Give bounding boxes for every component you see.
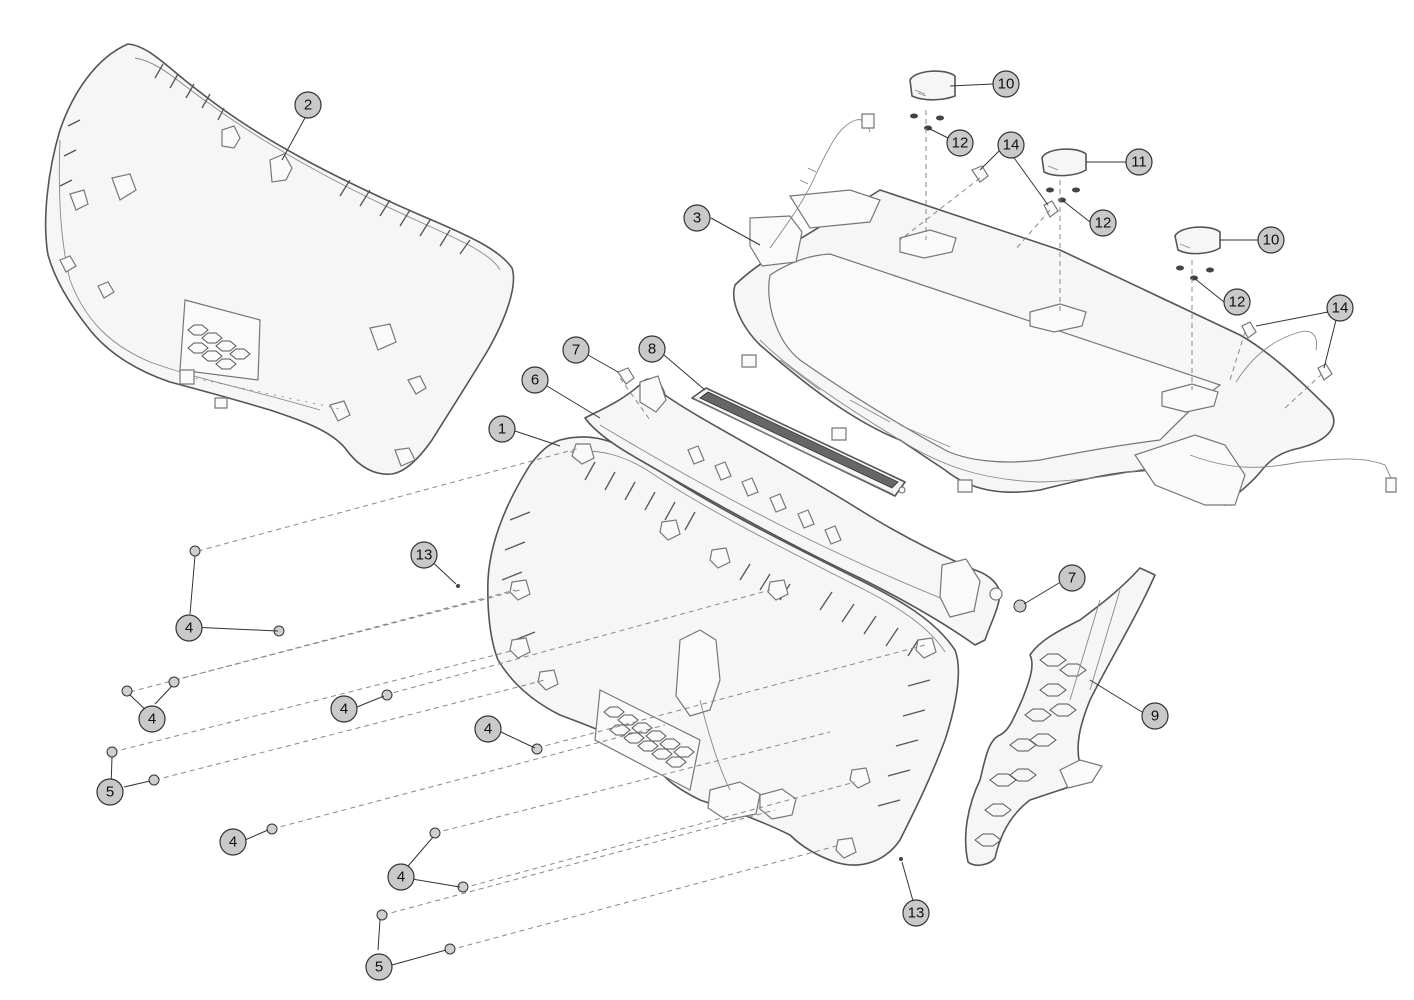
svg-text:6: 6 — [531, 372, 539, 389]
callout-14a: 14 — [997, 131, 1025, 159]
cover-cap-11 — [1041, 148, 1087, 177]
svg-text:5: 5 — [106, 784, 114, 801]
svg-text:14: 14 — [1332, 300, 1349, 317]
callout-8: 8 — [638, 335, 666, 363]
callout-4d: 4 — [474, 715, 502, 743]
callout-7b: 7 — [1058, 564, 1086, 592]
callouts: 1 2 3 4 4 4 4 4 4 5 5 6 7 7 8 9 10 10 11… — [96, 70, 1354, 981]
leader-lines — [110, 83, 1337, 966]
svg-text:4: 4 — [185, 620, 193, 637]
callout-11: 11 — [1125, 148, 1153, 176]
callout-4a: 4 — [175, 614, 203, 642]
callout-12c: 12 — [1223, 288, 1251, 316]
callout-1: 1 — [488, 415, 516, 443]
callout-4c: 4 — [330, 695, 358, 723]
honeycomb-grid-part-9 — [974, 653, 1087, 847]
callout-6: 6 — [521, 366, 549, 394]
svg-text:4: 4 — [397, 869, 405, 886]
svg-text:7: 7 — [572, 342, 580, 359]
cover-cap-10-lower — [1174, 226, 1221, 255]
svg-text:13: 13 — [908, 905, 925, 922]
assembly-lines — [112, 110, 1323, 951]
part-3-parcel-shelf — [733, 113, 1397, 506]
svg-text:14: 14 — [1003, 137, 1020, 154]
svg-text:4: 4 — [340, 701, 348, 718]
callout-7a: 7 — [562, 336, 590, 364]
svg-text:11: 11 — [1131, 154, 1147, 171]
callout-5a: 5 — [96, 778, 124, 806]
callout-13b: 13 — [902, 899, 930, 927]
part-9-side-bracket — [964, 567, 1156, 867]
cover-cap-10-upper — [909, 70, 956, 101]
callout-3: 3 — [683, 204, 711, 232]
callout-10b: 10 — [1257, 226, 1285, 254]
callout-4f: 4 — [387, 863, 415, 891]
part-2-upper-trim-panel — [44, 43, 515, 475]
fasteners — [106, 367, 1027, 955]
callout-14b: 14 — [1326, 294, 1354, 322]
svg-text:9: 9 — [1151, 708, 1159, 725]
svg-text:13: 13 — [416, 547, 433, 564]
svg-text:12: 12 — [952, 135, 969, 152]
svg-text:5: 5 — [375, 959, 383, 976]
clips-14 — [971, 165, 1333, 381]
svg-text:7: 7 — [1068, 570, 1076, 587]
svg-text:10: 10 — [1263, 232, 1280, 249]
svg-text:4: 4 — [148, 711, 156, 728]
svg-text:12: 12 — [1229, 294, 1246, 311]
callout-10a: 10 — [992, 70, 1020, 98]
svg-text:12: 12 — [1095, 215, 1112, 232]
svg-text:10: 10 — [998, 76, 1015, 93]
svg-text:3: 3 — [693, 210, 701, 227]
callout-2: 2 — [294, 91, 322, 119]
callout-12b: 12 — [1089, 209, 1117, 237]
part-8-grille-strip — [691, 387, 906, 497]
svg-text:8: 8 — [648, 341, 656, 358]
callout-4b: 4 — [138, 705, 166, 733]
svg-text:4: 4 — [484, 721, 492, 738]
callout-9: 9 — [1141, 702, 1169, 730]
svg-text:1: 1 — [498, 421, 506, 438]
honeycomb-grid-part-2 — [187, 324, 251, 370]
part-1-lower-trim-panel — [487, 436, 960, 866]
honeycomb-grid-part-1 — [603, 706, 695, 768]
callout-13a: 13 — [410, 541, 438, 569]
svg-text:4: 4 — [229, 834, 237, 851]
callout-5b: 5 — [365, 953, 393, 981]
callout-4e: 4 — [219, 828, 247, 856]
callout-12a: 12 — [946, 129, 974, 157]
svg-text:2: 2 — [304, 97, 312, 114]
part-6-upper-trim-strip — [584, 375, 1003, 646]
